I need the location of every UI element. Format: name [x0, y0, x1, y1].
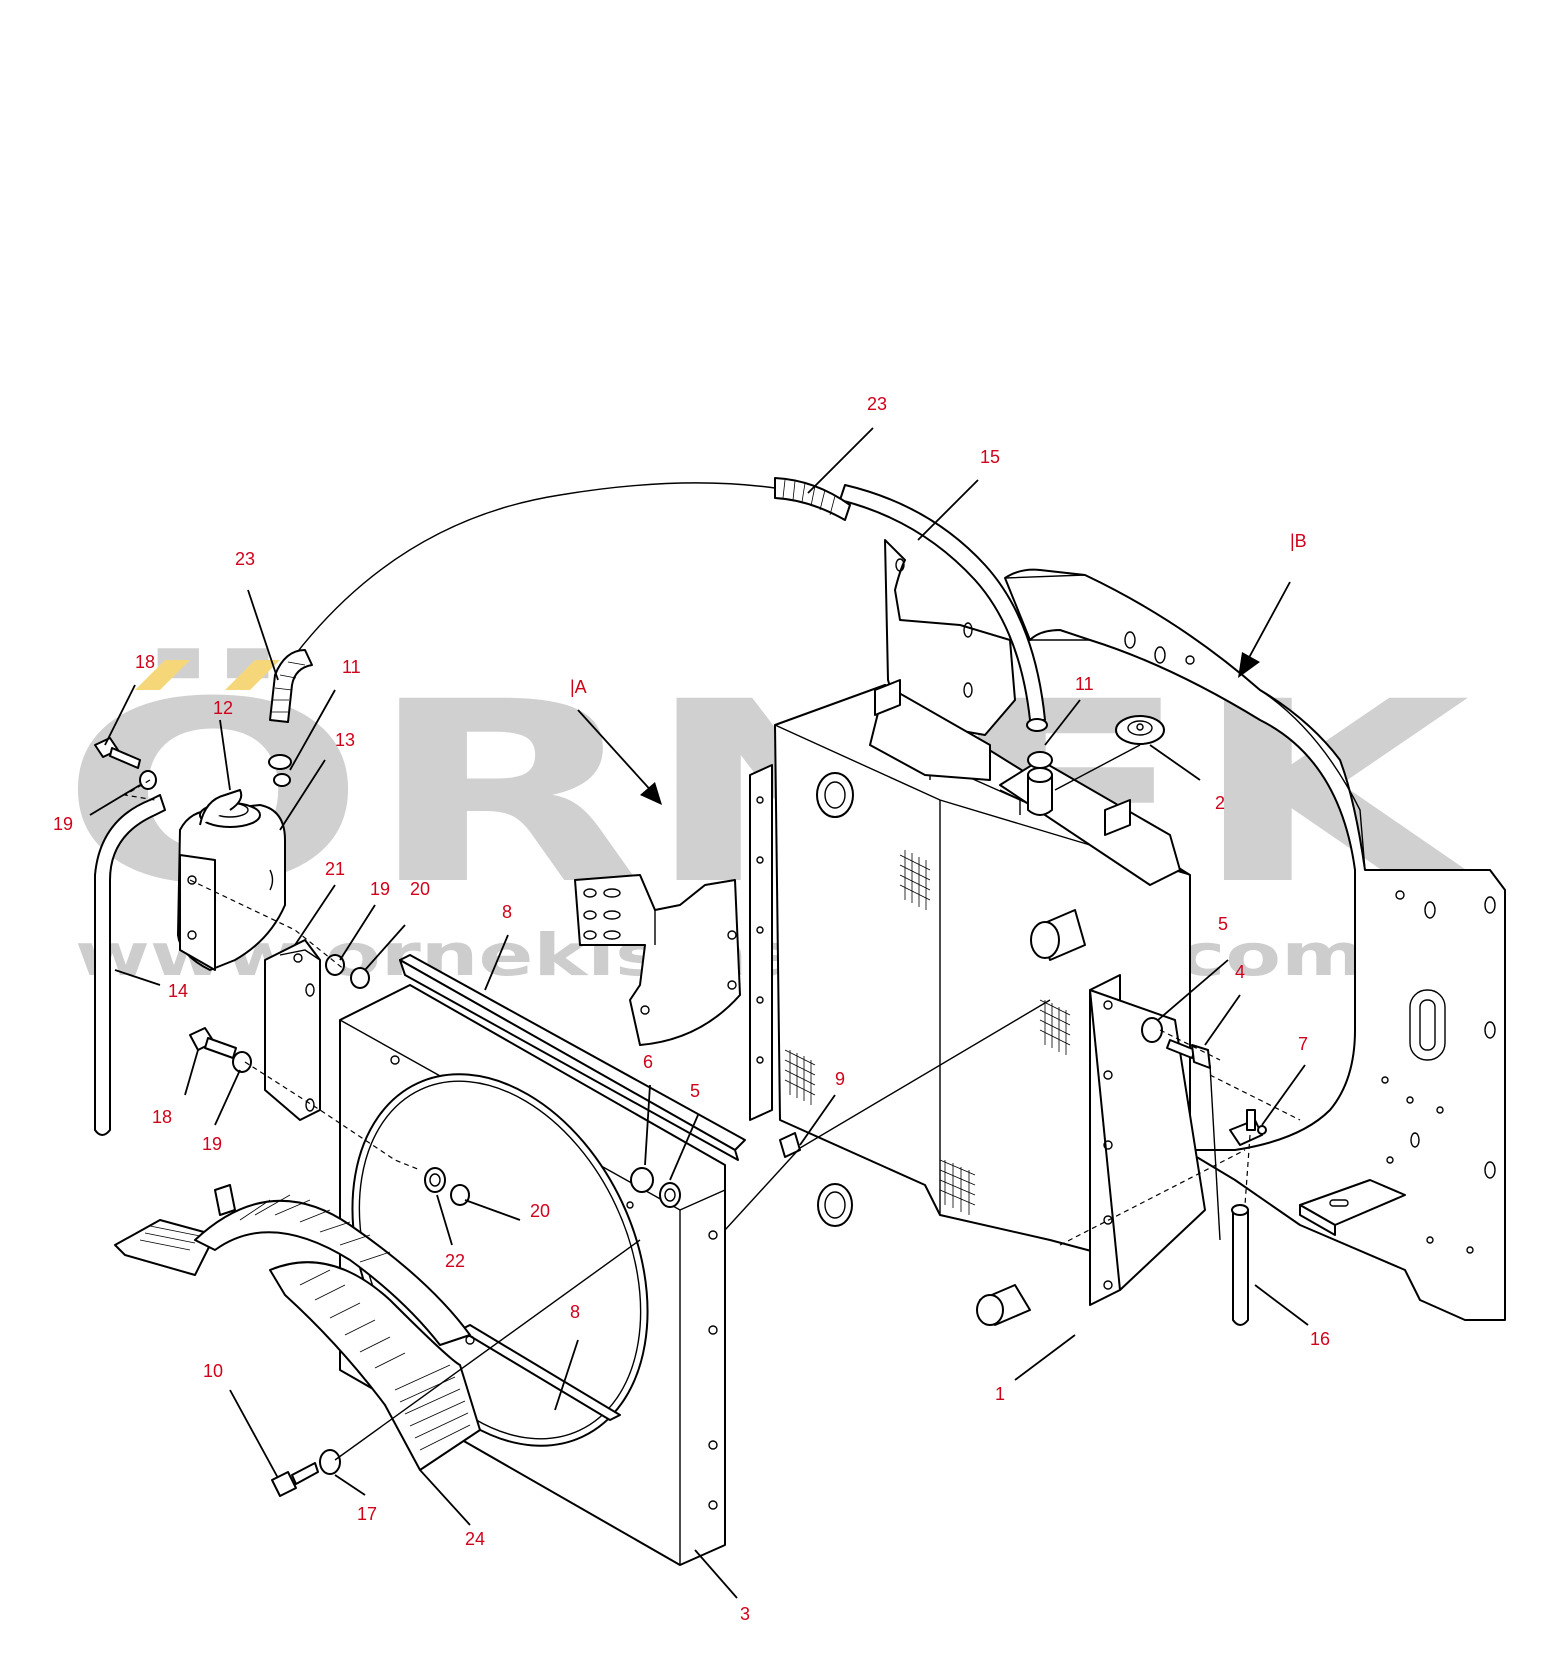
upper-bracket — [884, 539, 1016, 736]
hose-clamp-13 — [273, 773, 291, 787]
outlet-fitting — [1030, 921, 1060, 959]
callout-16: 16 — [1310, 1329, 1330, 1349]
hose-16 — [1231, 1204, 1249, 1326]
bolt-18-top — [94, 737, 141, 769]
nut-20-top — [350, 967, 370, 989]
callout-23-left: 23 — [235, 549, 255, 569]
fan-guard — [114, 1184, 481, 1471]
fan-shroud — [339, 954, 746, 1566]
coolant-reservoir — [177, 773, 291, 971]
callout-11-left: 11 — [342, 657, 361, 677]
callout-12: 12 — [213, 698, 233, 718]
square-nut — [779, 1132, 801, 1158]
hose-15 — [839, 484, 1048, 732]
callout-2: 2 — [1215, 793, 1225, 813]
callout-labels: 23 15 |B 23 18 12 11 13 |A 11 2 19 21 19… — [53, 394, 1330, 1624]
arrowhead-a — [640, 782, 662, 805]
watermark-accent — [135, 660, 190, 690]
callout-20-bottom: 20 — [530, 1201, 550, 1221]
hose-clamp-left — [268, 754, 292, 770]
callout-21: 21 — [325, 859, 345, 879]
core-hatch — [784, 850, 1071, 1215]
bracket-a — [574, 874, 741, 1046]
washer-5-right — [1141, 1017, 1163, 1043]
callout-b: |B — [1290, 531, 1307, 551]
drain-valve — [1229, 1109, 1267, 1146]
hose-clamp-right — [1027, 751, 1053, 769]
bolt-10 — [271, 1462, 319, 1497]
callout-14: 14 — [168, 981, 188, 1001]
washer-22 — [424, 1167, 446, 1193]
reservoir-bracket — [264, 939, 321, 1121]
callout-9: 9 — [835, 1069, 845, 1089]
callout-11-right: 11 — [1075, 674, 1094, 694]
callout-23-top: 23 — [867, 394, 887, 414]
callout-10: 10 — [203, 1361, 223, 1381]
seal-strip-bottom — [459, 1324, 621, 1421]
radiator-assembly — [749, 679, 1206, 1326]
callout-20-top: 20 — [410, 879, 430, 899]
radiator-cap — [1115, 715, 1165, 745]
upper-hose-fitting — [816, 772, 854, 818]
callout-15: 15 — [980, 447, 1000, 467]
callout-18-top: 18 — [135, 652, 155, 672]
callout-3: 3 — [740, 1604, 750, 1624]
callout-19-bottom: 19 — [202, 1134, 222, 1154]
callout-a: |A — [570, 677, 587, 697]
callout-17: 17 — [357, 1504, 377, 1524]
hose-sleeve-23-top — [774, 477, 851, 521]
drain-fitting — [976, 1294, 1004, 1326]
callout-8-bottom: 8 — [570, 1302, 580, 1322]
mounting-panel-b — [1004, 568, 1506, 1321]
callout-1: 1 — [995, 1384, 1005, 1404]
washer-17 — [319, 1449, 341, 1475]
callout-13: 13 — [335, 730, 355, 750]
bolt-4 — [1166, 1039, 1211, 1069]
bolt-18-bottom — [189, 1027, 237, 1059]
washer-19-bottom — [232, 1051, 252, 1073]
callout-8-top: 8 — [502, 902, 512, 922]
callout-19-mid: 19 — [370, 879, 390, 899]
washer-19-top — [139, 770, 157, 790]
nut-6 — [630, 1167, 654, 1193]
callout-4: 4 — [1235, 962, 1245, 982]
callout-5-mid: 5 — [690, 1081, 700, 1101]
callout-5-right: 5 — [1218, 914, 1228, 934]
hose-14 — [94, 794, 166, 1136]
hose-routing-arc — [294, 482, 776, 656]
watermark-accent — [225, 660, 280, 690]
filler-neck — [1027, 774, 1053, 816]
fan-guard-slots — [139, 1194, 471, 1451]
callout-7: 7 — [1298, 1034, 1308, 1054]
leader-lines — [89, 427, 1309, 1599]
arrowhead-b — [1238, 652, 1260, 678]
washer-19-mid — [325, 954, 345, 976]
washer-5-mid — [659, 1182, 681, 1208]
hose-sleeve-23-left — [269, 649, 313, 723]
callout-24: 24 — [465, 1529, 485, 1549]
lower-hose-fitting — [817, 1183, 853, 1227]
washer-20 — [450, 1184, 470, 1206]
callout-6: 6 — [643, 1052, 653, 1072]
callout-22: 22 — [445, 1251, 465, 1271]
callout-18-bottom: 18 — [152, 1107, 172, 1127]
callout-19-top: 19 — [53, 814, 73, 834]
